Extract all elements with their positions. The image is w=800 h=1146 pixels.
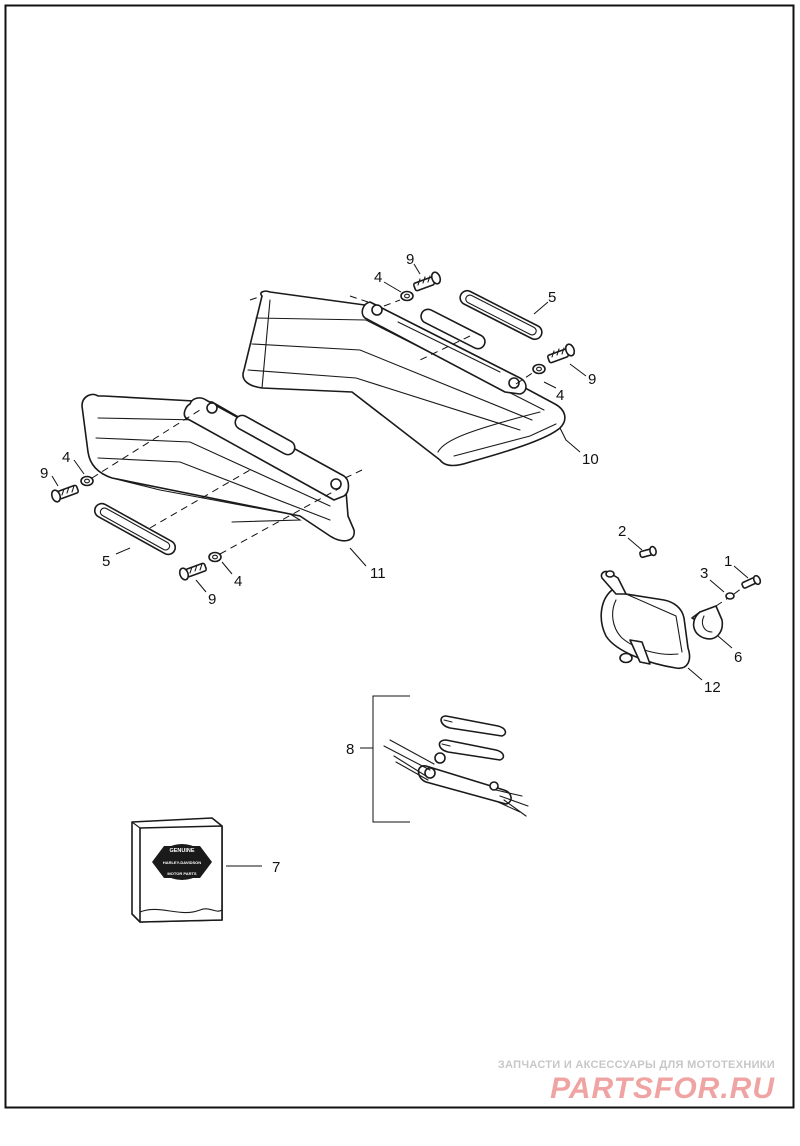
watermark-brand: PARTSFOR.RU (550, 1072, 775, 1105)
callout-8: 8 (346, 741, 354, 758)
callout-9-upper-left: 9 (406, 251, 414, 268)
clamp (692, 605, 724, 640)
washer-3 (725, 592, 735, 600)
screw-2 (639, 545, 657, 559)
callout-9-lower-left: 9 (40, 465, 48, 482)
callout-10: 10 (582, 451, 599, 468)
screw-lower-right (178, 562, 208, 581)
badge-line2: HARLEY-DAVIDSON (163, 860, 201, 865)
callout-9-lower-right: 9 (208, 591, 216, 608)
callout-1: 1 (724, 553, 732, 570)
rubber-pad-upper (459, 289, 543, 341)
manual-box: GENUINE HARLEY-DAVIDSON MOTOR PARTS (131, 817, 223, 923)
screw-1 (741, 574, 762, 589)
badge-line3: MOTOR PARTS (167, 871, 197, 876)
callout-4-upper-left: 4 (374, 269, 382, 286)
callout-2: 2 (618, 523, 626, 540)
washer-lower-left (80, 475, 94, 487)
screw-upper-left (412, 271, 442, 292)
callout-9-upper-right: 9 (588, 371, 596, 388)
callout-3: 3 (700, 565, 708, 582)
callout-5-lower: 5 (102, 553, 110, 570)
callout-11: 11 (370, 565, 386, 582)
callout-4-upper-right: 4 (556, 387, 564, 404)
page-border (4, 4, 795, 1109)
tool-kit (360, 695, 529, 823)
callout-5-upper: 5 (548, 289, 556, 306)
badge-line1: GENUINE (169, 848, 194, 854)
callout-7: 7 (272, 859, 280, 876)
washer-upper-left (400, 290, 414, 302)
washer-lower-right (208, 551, 222, 563)
screw-lower-left (50, 484, 80, 503)
watermark: ЗАПЧАСТИ И АКСЕССУАРЫ ДЛЯ МОТОТЕХНИКИ PA… (498, 1059, 775, 1105)
front-luggage-rack (81, 393, 355, 542)
callout-12: 12 (704, 679, 721, 696)
leader-lines (51, 263, 749, 867)
watermark-tagline: ЗАПЧАСТИ И АКСЕССУАРЫ ДЛЯ МОТОТЕХНИКИ (498, 1059, 775, 1071)
rubber-pad-lower (93, 502, 177, 556)
callout-numbers: 4 9 5 9 4 10 4 9 5 4 9 11 2 1 3 6 12 8 7 (40, 251, 742, 876)
callout-4-lower-right: 4 (234, 573, 242, 590)
callout-6: 6 (734, 649, 742, 666)
callout-4-lower-left: 4 (62, 449, 70, 466)
washer-upper-right (532, 363, 546, 375)
screw-upper-right (546, 343, 576, 364)
